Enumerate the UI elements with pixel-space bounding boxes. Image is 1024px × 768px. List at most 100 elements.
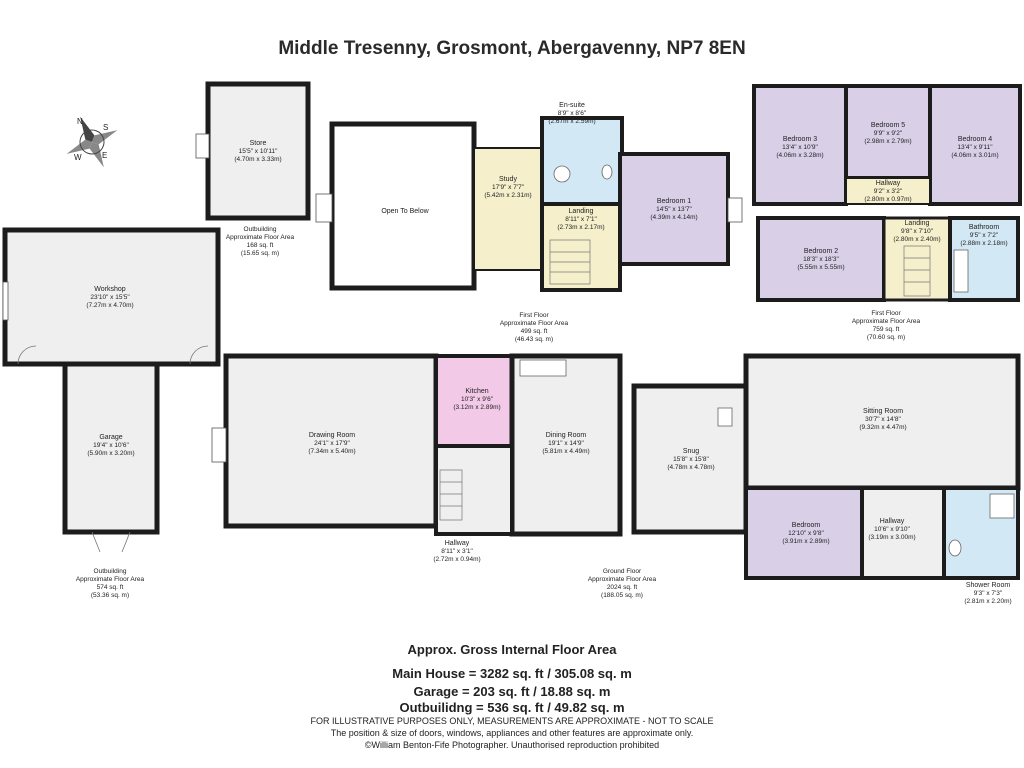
room-dims: 12'10" x 9'8" bbox=[788, 530, 824, 537]
footer-disclaimer: FOR ILLUSTRATIVE PURPOSES ONLY, MEASUREM… bbox=[310, 716, 714, 726]
room-label-kitchen: Kitchen 10'3" x 9'6" (3.12m x 2.89m) bbox=[446, 388, 508, 412]
room-dims: 15'8" x 15'8" bbox=[673, 456, 709, 463]
room-label-sitting-room: Sitting Room 30'7" x 14'8" (9.32m x 4.47… bbox=[848, 408, 918, 432]
outbuilding-store bbox=[195, 81, 311, 221]
room-name: Bedroom 4 bbox=[957, 136, 993, 143]
room-label-garage: Garage 19'4" x 10'6" (5.90m x 3.20m) bbox=[70, 434, 152, 458]
room-name: Drawing Room bbox=[308, 432, 356, 439]
room-label-dining-room: Dining Room 19'1" x 14'9" (5.81m x 4.49m… bbox=[532, 432, 600, 456]
room-dims: 19'1" x 14'9" bbox=[548, 440, 584, 447]
room-dims: 23'10" x 15'5" bbox=[90, 294, 130, 301]
room-label-bedroom-1: Bedroom 1 14'5" x 13'7" (4.39m x 4.14m) bbox=[642, 198, 706, 222]
room-metric: (4.70m x 3.33m) bbox=[234, 156, 282, 163]
room-dims: 13'4" x 9'11" bbox=[957, 144, 993, 151]
area-label-outbuilding-garage: Outbuilding Approximate Floor Area 574 s… bbox=[60, 568, 160, 600]
room-label-bedroom-3: Bedroom 3 13'4" x 10'9" (4.06m x 3.28m) bbox=[768, 136, 832, 160]
room-metric: (4.39m x 4.14m) bbox=[650, 214, 698, 221]
area-label-outbuilding-store: Outbuilding Approximate Floor Area 168 s… bbox=[210, 226, 310, 258]
room-label-snug: Snug 15'8" x 15'8" (4.78m x 4.78m) bbox=[656, 448, 726, 472]
area-line: 759 sq. ft bbox=[872, 326, 900, 333]
page-title: Middle Tresenny, Grosmont, Abergavenny, … bbox=[278, 38, 746, 59]
area-line: 168 sq. ft bbox=[246, 242, 274, 249]
room-name: Store bbox=[249, 140, 267, 147]
room-label-store: Store 15'5" x 10'11" (4.70m x 3.33m) bbox=[215, 140, 301, 164]
room-label-workshop: Workshop 23'10" x 15'5" (7.27m x 4.70m) bbox=[60, 286, 160, 310]
room-metric: (2.98m x 2.79m) bbox=[864, 138, 912, 145]
ground-floor bbox=[211, 353, 1021, 580]
room-name: Garage bbox=[99, 434, 123, 441]
room-label-bedroom-2: Bedroom 2 18'3" x 18'3" (5.55m x 5.55m) bbox=[786, 248, 856, 272]
room-metric: (4.78m x 4.78m) bbox=[667, 464, 715, 471]
room-name: Kitchen bbox=[465, 388, 489, 395]
area-line: Approximate Floor Area bbox=[225, 234, 295, 241]
area-line: 2024 sq. ft bbox=[606, 584, 638, 591]
room-dims: 10'6" x 9'10" bbox=[874, 526, 910, 533]
room-label-bathroom: Bathroom 9'5" x 7'2" (2.88m x 2.18m) bbox=[952, 224, 1016, 248]
room-name: Bedroom 5 bbox=[870, 122, 906, 129]
room-name: Landing bbox=[568, 208, 594, 215]
compass-e: E bbox=[102, 151, 107, 160]
room-name: Snug bbox=[682, 448, 700, 455]
room-label-study: Study 17'9" x 7'7" (5.42m x 2.31m) bbox=[476, 176, 540, 200]
room-metric: (5.81m x 4.49m) bbox=[542, 448, 590, 455]
room-name: Bedroom bbox=[791, 522, 821, 529]
room-name: Study bbox=[499, 176, 517, 183]
room-label-hallway-ff: Hallway 9'2" x 3'2" (2.80m x 0.97m) bbox=[856, 180, 920, 204]
room-dims: 13'4" x 10'9" bbox=[782, 144, 818, 151]
area-line: 499 sq. ft bbox=[520, 328, 548, 335]
room-metric: (2.72m x 0.94m) bbox=[433, 556, 481, 563]
room-dims: 24'1" x 17'9" bbox=[314, 440, 350, 447]
room-dims: 9'2" x 3'2" bbox=[873, 188, 903, 195]
area-line: Outbuilding bbox=[93, 568, 127, 575]
room-metric: (5.42m x 2.31m) bbox=[484, 192, 532, 199]
room-name: En-suite bbox=[559, 102, 585, 109]
room-dims: 18'3" x 18'3" bbox=[803, 256, 839, 263]
room-label-hallway-small: Hallway 8'11" x 3'1" (2.72m x 0.94m) bbox=[424, 540, 490, 564]
room-dims: 19'4" x 10'6" bbox=[93, 442, 129, 449]
compass-s: S bbox=[103, 123, 108, 132]
footer-heading: Approx. Gross Internal Floor Area bbox=[407, 642, 617, 657]
footer-note: The position & size of doors, windows, a… bbox=[330, 728, 694, 738]
area-line: (70.60 sq. m) bbox=[866, 334, 906, 341]
room-name: Hallway bbox=[879, 518, 905, 525]
room-name: Bedroom 1 bbox=[656, 198, 692, 205]
footer-outbuilding: Outbuilidng = 536 sq. ft / 49.82 sq. m bbox=[399, 700, 625, 715]
area-line: Approximate Floor Area bbox=[499, 320, 569, 327]
compass-rose-icon bbox=[66, 116, 118, 168]
outbuilding-garage bbox=[62, 361, 160, 553]
area-line: Ground Floor bbox=[602, 568, 642, 575]
room-metric: (4.06m x 3.28m) bbox=[776, 152, 824, 159]
first-floor-a bbox=[315, 116, 743, 292]
area-label-first-floor-b: First Floor Approximate Floor Area 759 s… bbox=[836, 310, 936, 342]
room-dims: 9'3" x 7'3" bbox=[973, 590, 1003, 597]
room-metric: (2.80m x 2.40m) bbox=[893, 236, 941, 243]
area-line: (15.65 sq. m) bbox=[240, 250, 280, 257]
room-dims: 8'11" x 7'1" bbox=[565, 216, 597, 223]
room-label-bedroom-gf: Bedroom 12'10" x 9'8" (3.91m x 2.89m) bbox=[772, 522, 840, 546]
room-label-ensuite: En-suite 8'9" x 8'6" (2.67m x 2.59m) bbox=[540, 102, 604, 126]
room-metric: (2.67m x 2.59m) bbox=[548, 118, 596, 125]
room-dims: 17'9" x 7'7" bbox=[491, 184, 525, 191]
room-name: Workshop bbox=[94, 286, 126, 293]
room-name: Hallway bbox=[444, 540, 470, 547]
area-line: Approximate Floor Area bbox=[851, 318, 921, 325]
outbuilding-workshop bbox=[2, 227, 221, 367]
area-label-first-floor-a: First Floor Approximate Floor Area 499 s… bbox=[484, 312, 584, 344]
room-metric: (2.88m x 2.18m) bbox=[960, 240, 1008, 247]
room-dims: 30'7" x 14'8" bbox=[865, 416, 901, 423]
room-metric: (5.90m x 3.20m) bbox=[87, 450, 135, 457]
compass-w: W bbox=[74, 153, 82, 162]
room-name: Bathroom bbox=[968, 224, 1000, 231]
room-dims: 10'3" x 9'6" bbox=[460, 396, 494, 403]
room-metric: (2.81m x 2.20m) bbox=[964, 598, 1012, 605]
room-label-bedroom-5: Bedroom 5 9'9" x 9'2" (2.98m x 2.79m) bbox=[856, 122, 920, 146]
room-name: Shower Room bbox=[965, 582, 1011, 589]
area-line: (188.05 sq. m) bbox=[601, 592, 643, 599]
room-label-shower-room: Shower Room 9'3" x 7'3" (2.81m x 2.20m) bbox=[954, 582, 1022, 606]
room-metric: (7.27m x 4.70m) bbox=[86, 302, 134, 309]
room-name: Bedroom 2 bbox=[803, 248, 839, 255]
room-dims: 9'5" x 7'2" bbox=[969, 232, 999, 239]
room-label-bedroom-4: Bedroom 4 13'4" x 9'11" (4.06m x 3.01m) bbox=[942, 136, 1008, 160]
area-line: First Floor bbox=[871, 310, 901, 317]
